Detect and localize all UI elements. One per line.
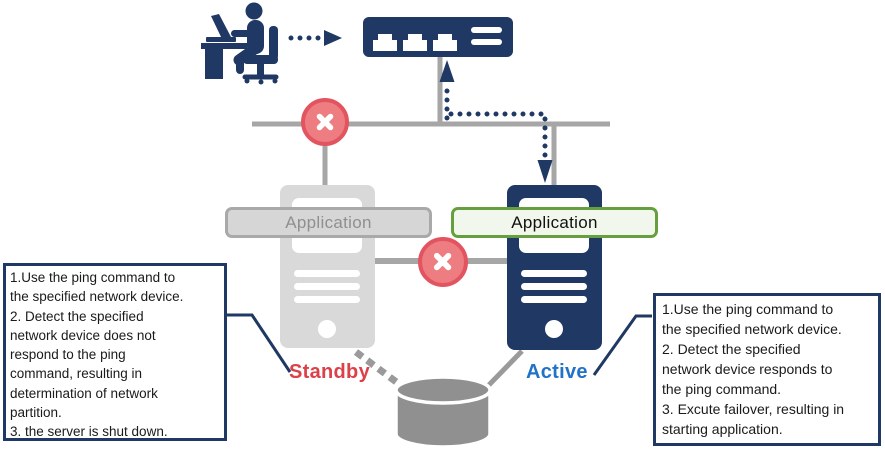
server-vent-slot: [521, 270, 587, 277]
shared-disk-icon: [394, 375, 492, 449]
ping-up-dotted-arrow: [439, 60, 455, 121]
standby-disk-dashed-line: [353, 349, 402, 387]
server-vent-slot: [294, 296, 360, 303]
application-label: Application: [511, 212, 598, 232]
standby-note-box: 1.Use the ping command to the specified …: [3, 263, 227, 441]
application-badge-standby: Application: [225, 207, 432, 238]
active-label: Active: [526, 361, 588, 383]
error-x-icon-network: [301, 98, 349, 146]
server-vent-slot: [521, 283, 587, 290]
x-glyph: [434, 253, 452, 271]
switch-port-icon: [433, 34, 457, 51]
switch-port-icon: [403, 34, 427, 51]
response-down-dotted-arrow: [448, 111, 553, 183]
application-label: Application: [285, 212, 372, 232]
application-badge-active: Application: [451, 207, 658, 238]
server-power-led: [318, 320, 336, 338]
active-note-callout-line: [592, 314, 652, 376]
server-vent-slot: [521, 296, 587, 303]
active-note-box: 1.Use the ping command to the specified …: [653, 293, 881, 446]
user-at-desk-icon: [201, 2, 279, 85]
server-vent-slot: [294, 283, 360, 290]
network-switch-icon: [363, 17, 513, 57]
x-glyph: [316, 113, 334, 131]
server-power-led: [545, 320, 563, 338]
error-x-icon-interconnect: [418, 237, 468, 287]
standby-label: Standby: [289, 361, 370, 383]
server-vent-slot: [294, 270, 360, 277]
operator-dotted-arrow: [288, 30, 342, 46]
active-disk-line: [484, 349, 524, 390]
standby-note-callout-line: [227, 313, 292, 373]
switch-port-icon: [373, 34, 397, 51]
